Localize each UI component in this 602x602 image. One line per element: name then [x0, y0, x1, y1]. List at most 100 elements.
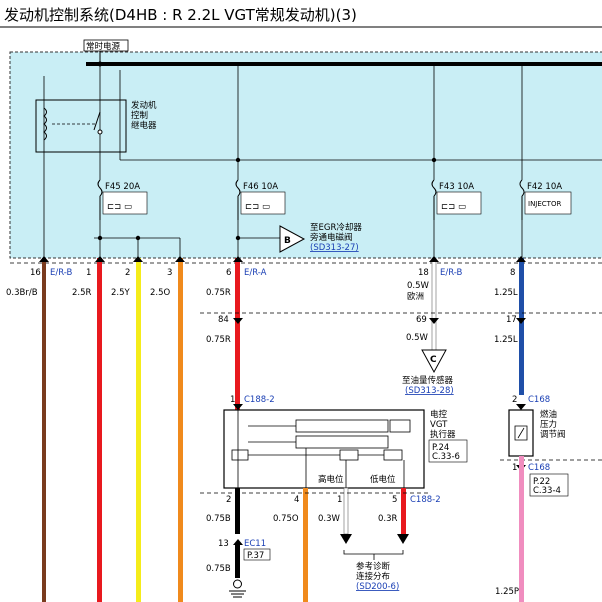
wire-white-pin-arrow [429, 256, 439, 262]
valve-bottom-pin: 1 [512, 463, 517, 473]
wire-red-vgt [235, 258, 240, 410]
white-mid-spec: 0.5W [406, 333, 429, 343]
actuator-cref: C.33-6 [432, 452, 460, 462]
relay-contact [97, 129, 103, 135]
actuator-pin-2: 4 [294, 495, 299, 505]
wire-orange-spec: 2.5O [150, 288, 171, 298]
relay-label-2: 控制 [131, 110, 148, 121]
egr-label-1: 至EGR冷却器 [310, 222, 362, 233]
wire-red-main-spec: 2.5R [72, 288, 92, 298]
wire-orange [178, 258, 183, 602]
ground-spec: 0.75B [206, 564, 231, 574]
wire-actuator-white [343, 487, 349, 535]
wire-brown-spec: 0.3Br/B [6, 288, 38, 298]
actuator-spec-4: 0.3R [378, 514, 398, 524]
actuator-conn: C188-2 [244, 395, 275, 405]
wire-brown-code: E/R-B [50, 268, 73, 278]
diag-label-2: 连接分布 [356, 571, 390, 582]
egr-letter: B [284, 236, 291, 246]
wire-white-code: E/R-B [440, 268, 463, 278]
wire-brown-pin-arrow [39, 256, 49, 262]
wire-orange-pin: 3 [167, 268, 172, 278]
wire-actuator-black [235, 488, 240, 534]
red-mid-pin: 84 [218, 315, 229, 325]
actuator-pin-1: 2 [226, 495, 231, 505]
relay-switch [93, 111, 101, 131]
actuator-label-3: 执行器 [430, 429, 456, 440]
wire-yellow-pin-arrow [133, 256, 143, 262]
wire-brown [42, 258, 46, 602]
valve-page: P.22 [533, 477, 550, 487]
egr-triangle [279, 225, 306, 253]
sensor-label: 至油量传感器 [402, 375, 454, 386]
white-mid-pin: 69 [416, 315, 427, 325]
actuator-high: 高电位 [318, 474, 344, 485]
red-mid-arrow [233, 318, 243, 324]
fuse-f42: F42 10A 2 INJECTOR [519, 179, 572, 220]
relay-label-1: 发动机 [131, 100, 157, 111]
wire-red-vgt-code: E/R-A [244, 268, 267, 278]
valve-pin-arrow [516, 404, 526, 410]
fuse-f46-icon: ⊏⊐ ▭ [245, 202, 270, 212]
diagram-title: 发动机控制系统(D4HB : R 2.2L VGT常规发动机)(3) [4, 6, 357, 24]
actuator-spec-2: 0.75O [273, 514, 299, 524]
fuse-f45-icon: ⊏⊐ ▭ [107, 202, 132, 212]
sensor-letter: C [430, 355, 437, 365]
actuator-ref-box [428, 439, 468, 463]
diag-arrow-left [340, 534, 352, 544]
egr-ref: (SD313-27) [310, 243, 359, 253]
valve-ref-box [529, 473, 569, 497]
actuator-pin-3: 1 [337, 495, 342, 505]
actuator-internal [231, 410, 411, 488]
wire-actuator-orange [303, 488, 308, 602]
valve-label-2: 压力 [540, 419, 557, 430]
power-label-box [83, 39, 129, 52]
actuator-label-2: VGT [430, 420, 448, 430]
valve-bottom-conn: C168 [528, 463, 550, 473]
egr-label-2: 旁通电磁阀 [310, 232, 353, 243]
actuator-pin-arrow [233, 404, 243, 410]
svg-text:F46 10A: F46 10A [243, 182, 278, 192]
red-mid-spec: 0.75R [206, 335, 231, 345]
svg-text:INJECTOR: INJECTOR [528, 200, 561, 208]
relay-label-3: 继电器 [131, 120, 157, 131]
ground-icon [229, 579, 246, 598]
wire-orange-pin-arrow [175, 256, 185, 262]
wire-blue-spec: 1.25L [494, 288, 518, 298]
actuator-label-1: 电控 [430, 409, 448, 420]
wire-white-pin: 18 [418, 268, 429, 278]
wire-red-vgt-spec: 0.75R [206, 288, 231, 298]
blue-mid-spec: 1.25L [494, 335, 518, 345]
valve-top-pin: 2 [512, 395, 517, 405]
wire-actuator-red [401, 488, 406, 534]
wire-white [431, 257, 437, 351]
sensor-ref: (SD313-28) [405, 386, 454, 396]
diag-label-1: 参考诊断 [356, 561, 391, 572]
ground-pin: 13 [218, 539, 229, 549]
wire-red-vgt-pin: 6 [226, 268, 231, 278]
wire-yellow [136, 258, 141, 602]
ground-arrow [233, 539, 243, 545]
wire-yellow-pin: 2 [125, 268, 130, 278]
wire-yellow-spec: 2.5Y [111, 288, 131, 298]
blue-mid-pin: 17 [506, 315, 517, 325]
wire-brown-pin: 16 [30, 268, 41, 278]
wire-red-main [97, 258, 102, 602]
actuator-page: P.24 [432, 443, 449, 453]
wire-blue-pin: 8 [510, 268, 515, 278]
wire-blue-pin-arrow [516, 256, 526, 262]
diag-bracket [343, 550, 404, 560]
fuse-f46: F46 10A 2 ⊏⊐ ▭ [235, 179, 286, 220]
actuator-spec-1: 0.75B [206, 514, 231, 524]
svg-text:F45 20A: F45 20A [105, 182, 140, 192]
valve-coil-icon [514, 425, 528, 441]
fuse-f43-icon: ⊏⊐ ▭ [441, 202, 466, 212]
valve-cref: C.33-4 [533, 486, 561, 496]
diag-arrow-right [397, 534, 409, 544]
wire-pink [519, 456, 524, 602]
fuse-panel [9, 51, 602, 259]
diag-ref: (SD200-6) [356, 582, 399, 592]
actuator-spec-3: 0.3W [318, 514, 341, 524]
relay-coil [43, 107, 47, 141]
